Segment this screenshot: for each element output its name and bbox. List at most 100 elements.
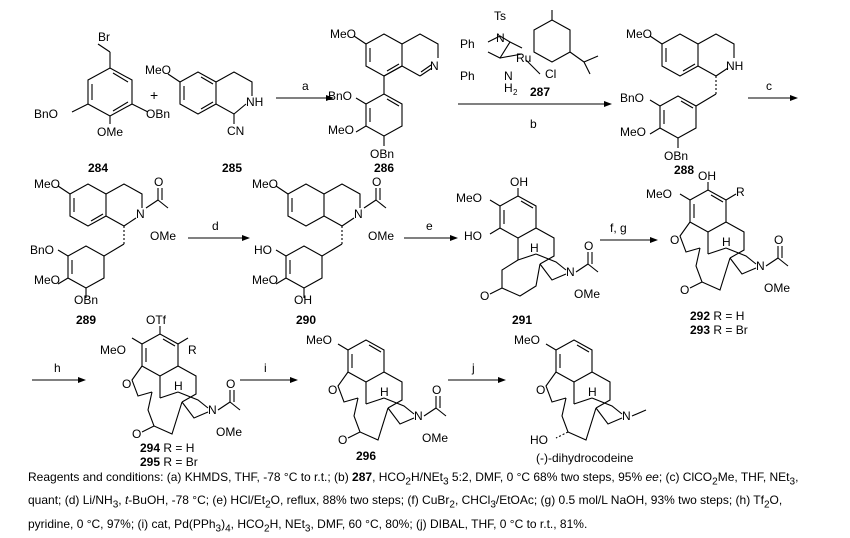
compound-293-caption: 293 R = Br [690, 323, 748, 337]
compound-284: Br BnO OBn OMe 284 [34, 30, 170, 175]
methoxy-label: MeO [100, 343, 126, 357]
arrow-j: j [448, 361, 506, 383]
ether-oxygen-label: O [328, 383, 337, 397]
footnote-prefix: Reagents and conditions: (a) KHMDS, THF,… [28, 470, 353, 484]
carbonyl-oxygen-label: O [372, 175, 381, 189]
compound-292-substituent: R = H [710, 309, 744, 323]
hydrogen-label: H [588, 385, 597, 399]
chloro-label: Cl [545, 67, 556, 81]
benzyloxy-bottom-label: OBn [664, 149, 688, 163]
r-group-label: R [736, 185, 745, 199]
methoxy-label-2: MeO [34, 273, 60, 287]
methoxy-label-2: MeO [252, 273, 278, 287]
hydroxy-label: HO [530, 433, 548, 447]
phenyl-label-1: Ph [460, 37, 475, 51]
methoxy-ester-label: OMe [150, 229, 176, 243]
compound-285: MeO NH CN 285 [145, 63, 263, 175]
benzyloxy-label: BnO [30, 243, 54, 257]
ketone-oxygen-label: O [132, 427, 141, 441]
arrow-a: a [276, 79, 334, 101]
methoxy-label-2: MeO [328, 123, 354, 137]
methoxy-label: MeO [34, 177, 60, 191]
reagents-footnote: Reagents and conditions: (a) KHMDS, THF,… [28, 470, 799, 535]
methoxy-ester-label: OMe [764, 281, 790, 295]
arrow-d: d [188, 219, 250, 241]
amine-label: NH [246, 95, 263, 109]
arrow-f-g: f, g [600, 221, 658, 243]
hydroxy-top-label: OH [510, 175, 528, 189]
imine-nitrogen-label: N [430, 59, 439, 73]
methoxy-ester-label: OMe [574, 287, 600, 301]
methoxy-label-2: MeO [620, 125, 646, 139]
arrow-label-d: d [212, 219, 219, 233]
methoxy-ester-label: OMe [368, 229, 394, 243]
plus-sign: + [150, 87, 158, 103]
compound-292-caption: 292 R = H [690, 309, 744, 323]
nitrogen-label-2: N [504, 69, 513, 83]
compound-number-288: 288 [674, 163, 694, 177]
compound-number-291: 291 [512, 313, 532, 327]
hydrogen-label: H [504, 81, 513, 95]
benzyloxy-label: BnO [620, 91, 644, 105]
methoxy-ester-label: OMe [216, 425, 242, 439]
r-group-label: R [188, 343, 197, 357]
benzyloxy-right-label: OBn [146, 107, 170, 121]
ether-oxygen-label: O [536, 383, 545, 397]
compound-290: MeO N O OMe HO MeO OH 290 [252, 175, 394, 327]
arrow-label-b: b [530, 117, 537, 131]
compound-294-295: OTf MeO R O H N O OMe O 294 R = H 295 R … [100, 313, 242, 469]
benzyloxy-left-label: BnO [34, 107, 58, 121]
ruthenium-label: Ru [516, 51, 531, 65]
carbamate-nitrogen-label: N [756, 259, 765, 273]
methoxy-label: OMe [97, 125, 123, 139]
arrow-label-j: j [471, 361, 475, 375]
methoxy-label: MeO [306, 333, 332, 347]
compound-number-286: 286 [374, 161, 394, 175]
benzyloxy-bottom-label: OBn [370, 147, 394, 161]
benzyloxy-label: BnO [328, 89, 352, 103]
methoxy-label: MeO [456, 191, 482, 205]
compound-number-284: 284 [88, 161, 108, 175]
compound-286: MeO N BnO MeO OBn 286 [328, 27, 439, 175]
bromo-label: Br [98, 30, 110, 44]
benzyloxy-bottom-label: OBn [74, 293, 98, 307]
compound-number-295: 295 [140, 455, 160, 469]
hydroxy-label: HO [254, 243, 272, 257]
ether-oxygen-label: O [122, 377, 131, 391]
arrow-label-f-g: f, g [610, 221, 627, 235]
hydrogen-subscript: 2 [513, 88, 518, 97]
amine-nitrogen-label: N [622, 409, 631, 423]
compound-number-292: 292 [690, 309, 710, 323]
hydrogen-label: H [530, 241, 539, 255]
compound-294-substituent: R = H [160, 441, 194, 455]
arrow-label-h: h [54, 361, 61, 375]
arrow-h: h [32, 361, 86, 383]
carbamate-nitrogen-label: N [354, 207, 363, 221]
methoxy-ester-label: OMe [422, 431, 448, 445]
compound-295-substituent: R = Br [160, 455, 198, 469]
compound-number-296: 296 [356, 449, 376, 463]
compound-number-285: 285 [222, 161, 242, 175]
compound-289: MeO N O OMe BnO MeO OBn 289 [30, 175, 176, 327]
carbonyl-oxygen-label: O [774, 233, 783, 247]
arrow-label-a: a [302, 79, 309, 93]
compound-number-287: 287 [530, 85, 550, 99]
ketone-oxygen-label: O [680, 283, 689, 297]
product-name: (-)-dihydrocodeine [536, 451, 634, 465]
compound-288: MeO NH BnO MeO OBn 288 [620, 27, 743, 177]
ketone-oxygen-label: O [338, 433, 347, 447]
compound-295-caption: 295 R = Br [140, 455, 198, 469]
methoxy-label: MeO [145, 63, 171, 77]
carbamate-nitrogen-label: N [414, 409, 423, 423]
methoxy-label: MeO [626, 27, 652, 41]
arrow-label-c: c [766, 79, 772, 93]
compound-294-caption: 294 R = H [140, 441, 194, 455]
carbamate-nitrogen-label: N [566, 265, 575, 279]
phenyl-label-2: Ph [460, 69, 475, 83]
compound-293-substituent: R = Br [710, 323, 748, 337]
ketone-oxygen-label: O [480, 289, 489, 303]
compound-296: MeO O H N O OMe O 296 [306, 333, 448, 463]
hydroxy-label: HO [464, 229, 482, 243]
hydrogen-label: H [174, 379, 183, 393]
footnote-catalyst-ref: 287 [352, 470, 373, 484]
